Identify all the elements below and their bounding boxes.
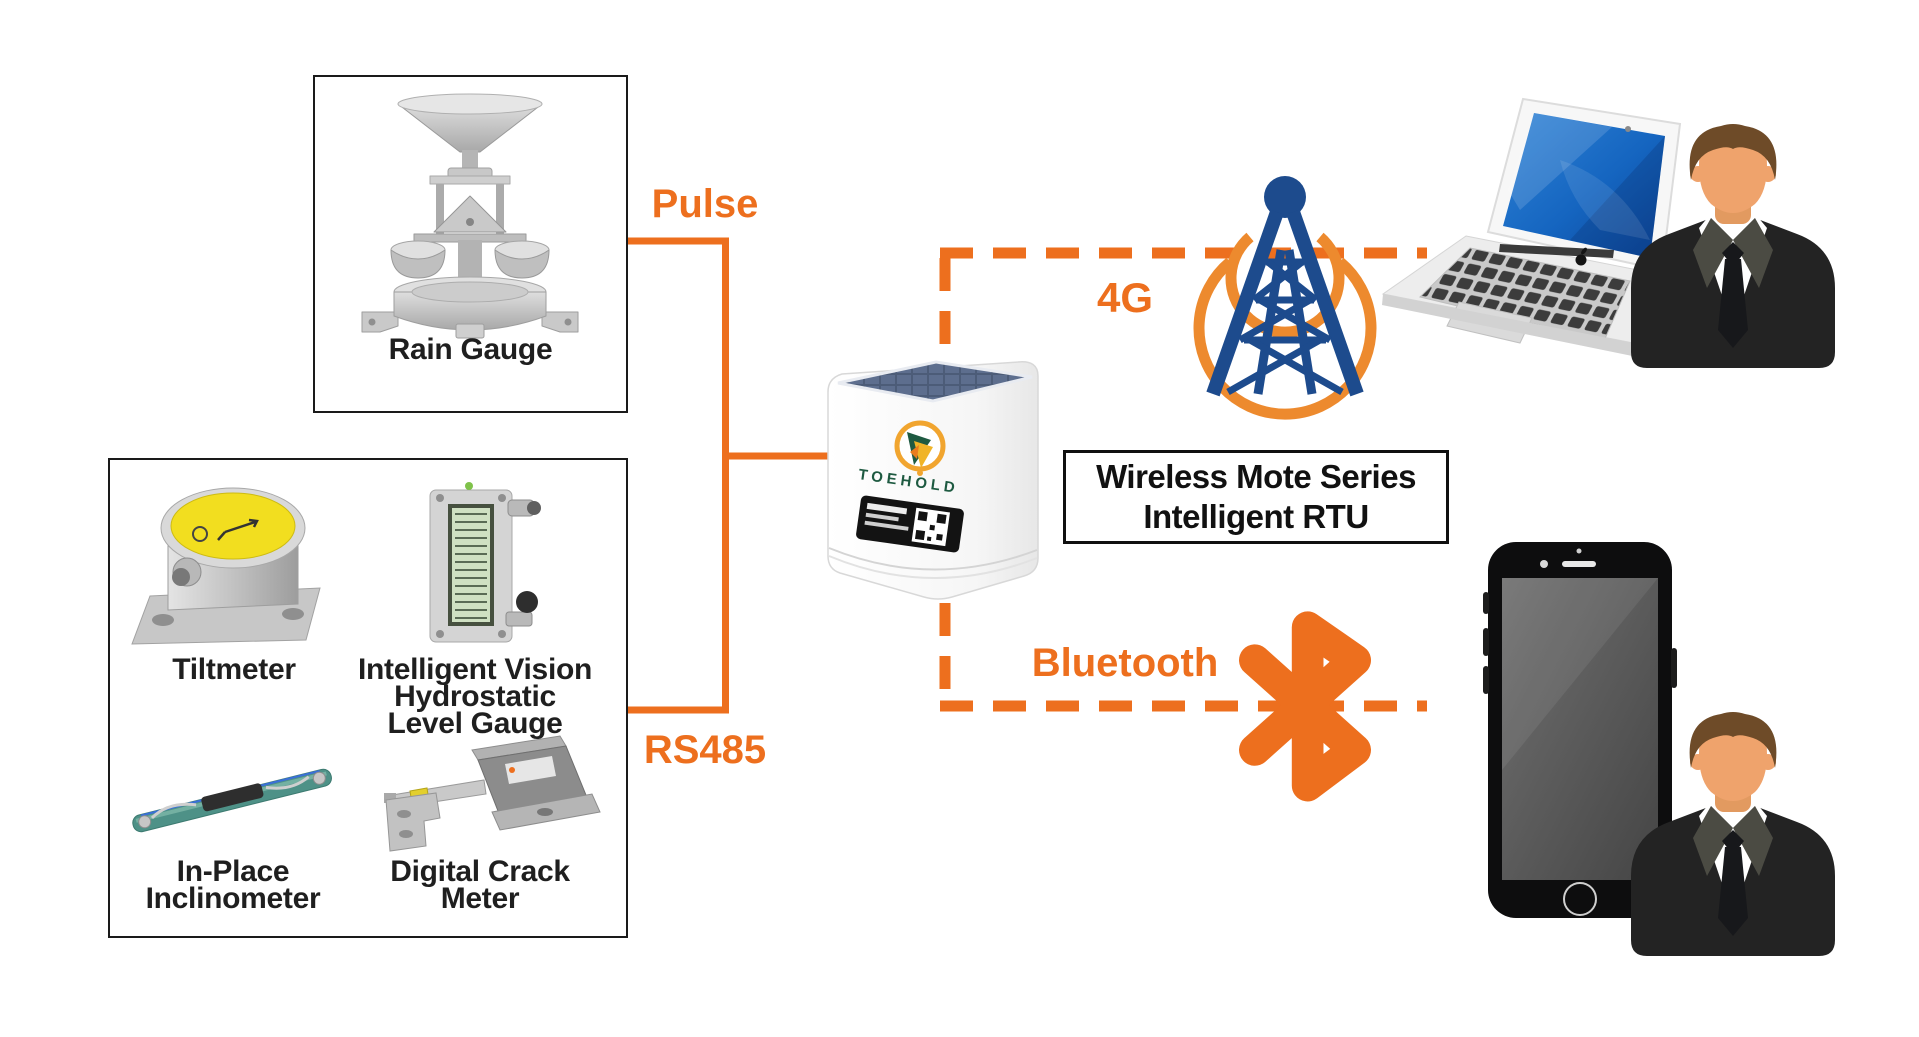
rtu-device-icon: TOEHOLD bbox=[827, 360, 1039, 600]
4g-link-label: 4G bbox=[1096, 274, 1154, 321]
cell-tower-icon bbox=[1193, 176, 1377, 420]
crack-meter-image bbox=[384, 735, 601, 852]
inclinometer-image bbox=[132, 768, 332, 833]
wireless-dashed-links bbox=[939, 247, 1427, 712]
level-gauge-label: Intelligent Vision Hydrostatic Level Gau… bbox=[357, 653, 593, 740]
smartphone-icon bbox=[1483, 542, 1677, 918]
crack-meter-label: Digital Crack Meter bbox=[390, 855, 570, 915]
rtu-qr-label bbox=[856, 495, 964, 553]
rain-gauge-label: Rain Gauge bbox=[388, 333, 553, 366]
tiltmeter-image bbox=[131, 487, 321, 645]
rain-gauge-group-frame bbox=[313, 75, 628, 413]
bluetooth-icon bbox=[1239, 611, 1372, 802]
rain-gauge-image bbox=[361, 93, 579, 339]
laptop-icon bbox=[1381, 97, 1682, 362]
rs485-link-label: RS485 bbox=[643, 728, 767, 772]
level-gauge-image bbox=[429, 482, 541, 643]
wired-connector-lines bbox=[628, 237, 828, 714]
pulse-link-label: Pulse bbox=[651, 182, 759, 226]
tiltmeter-label: Tiltmeter bbox=[172, 653, 296, 686]
rtu-caption-box: Wireless Mote Series Intelligent RTU bbox=[1063, 450, 1449, 544]
bluetooth-link-label: Bluetooth bbox=[1031, 641, 1219, 685]
inclinometer-label: In-Place Inclinometer bbox=[145, 855, 321, 915]
rs485-sensors-group-frame bbox=[108, 458, 628, 938]
